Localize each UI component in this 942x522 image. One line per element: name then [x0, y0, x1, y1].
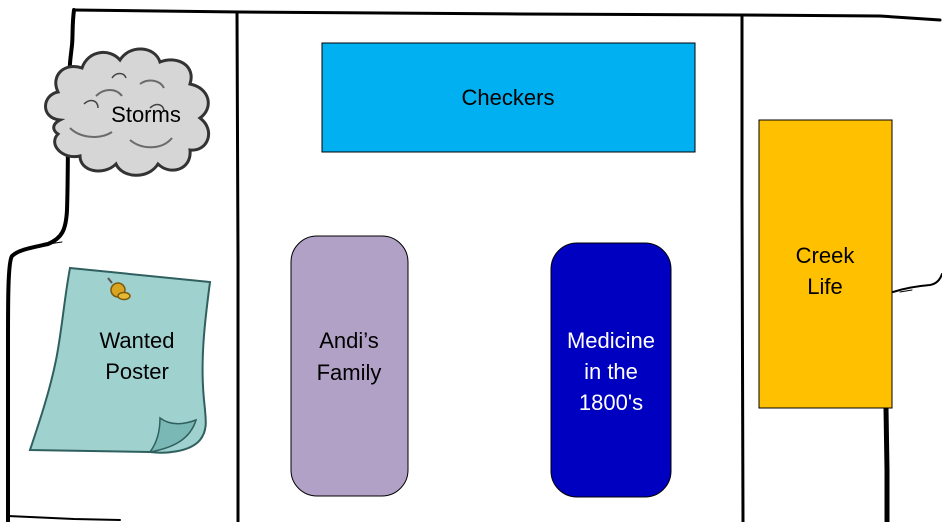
creek-life-box: [758, 119, 893, 409]
creek-boundary-line: [883, 405, 890, 522]
checkers-box: [321, 42, 696, 153]
medicine-label-line1: Medicine: [567, 328, 655, 353]
storm-cloud-icon: [44, 47, 211, 177]
medicine-box: [550, 242, 672, 498]
left-divider-wall: [235, 10, 240, 522]
poster-curl: [148, 416, 198, 454]
right-wavy-dash: [899, 289, 913, 293]
checkers-label: Checkers: [462, 85, 555, 110]
bottom-left-line: [7, 515, 121, 521]
medicine-label-line2: in the: [584, 359, 638, 384]
map-boundaries: [5, 8, 942, 522]
left-inner-dash: [34, 241, 63, 247]
andis-family-label-line2: Family: [317, 360, 382, 385]
storm-cloud-dark-swirl: [83, 72, 165, 113]
top-boundary-line: [72, 8, 942, 22]
checkers-region[interactable]: Checkers: [321, 42, 696, 153]
right-divider-wall: [740, 13, 745, 522]
right-wavy-edge: [892, 273, 942, 293]
storms-region[interactable]: Storms: [44, 47, 211, 177]
medicine-label-line3: 1800's: [579, 390, 643, 415]
andis-family-region[interactable]: Andi’s Family: [290, 235, 409, 497]
push-pin-icon: [107, 277, 131, 301]
storms-label: Storms: [111, 102, 181, 127]
wanted-poster-label-line2: Poster: [105, 359, 169, 384]
creek-life-label-line2: Life: [807, 274, 842, 299]
storm-cloud-shading: [69, 79, 173, 149]
creek-life-region[interactable]: Creek Life: [758, 119, 893, 409]
wanted-poster-region[interactable]: Wanted Poster: [28, 266, 212, 454]
wanted-poster-label-line1: Wanted: [99, 328, 174, 353]
creek-life-label-line1: Creek: [796, 243, 856, 268]
andis-family-box: [290, 235, 409, 497]
andis-family-label-line1: Andi’s: [319, 328, 379, 353]
medicine-region[interactable]: Medicine in the 1800's: [550, 242, 672, 498]
left-wavy-boundary: [5, 8, 76, 522]
poster-paper-icon: [28, 266, 212, 454]
